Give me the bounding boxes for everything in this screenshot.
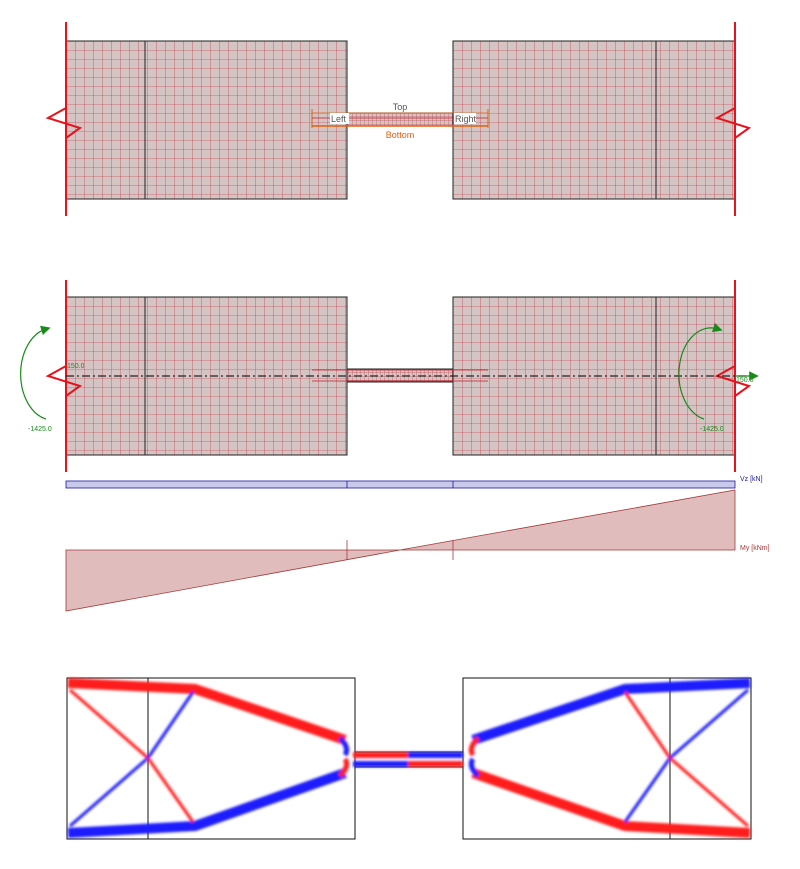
left-node-bottom — [338, 757, 350, 778]
left-node-top — [338, 736, 350, 757]
label-right-bg — [454, 113, 476, 124]
left-wall-inner-zone — [144, 40, 348, 200]
left-moment-arrow — [20, 325, 51, 420]
right-moment-label: -1425.0 — [700, 426, 724, 433]
label-left: Left — [331, 114, 347, 124]
right-moment-arrow — [678, 322, 723, 420]
right-support-symbol — [714, 107, 752, 139]
left-support-symbol — [45, 107, 83, 139]
coupling-beam — [346, 112, 454, 127]
left-top-tie — [67, 678, 347, 745]
panel-loads: 150.0 -1425.0 150.0 -1425.0 — [20, 280, 759, 472]
left-diag-strut-1 — [69, 756, 149, 828]
right-diag-strut-2 — [669, 688, 749, 760]
my-label: My [kNm] — [740, 545, 770, 552]
right-node-top — [468, 736, 480, 757]
my-diagram-positive — [399, 489, 736, 551]
vz-diagram — [65, 480, 736, 489]
panel-mesh-model: Top Bottom Left Right — [45, 22, 752, 216]
right-support-symbol-2 — [714, 365, 752, 397]
left-diag-tie-1 — [69, 688, 149, 760]
left-wall-outline — [66, 677, 356, 840]
right-node-bottom — [468, 757, 480, 778]
left-diag-tie-2 — [146, 757, 195, 823]
left-bottom-strut — [67, 768, 347, 838]
left-support-symbol-2 — [45, 365, 83, 397]
internal-force-diagrams: Vz [kN] My [kNm] — [65, 476, 770, 612]
right-bottom-tie — [471, 768, 751, 838]
left-wall-outer-zone — [65, 40, 146, 200]
panel-strut-tie — [66, 677, 752, 840]
right-diag-tie-1 — [623, 691, 672, 759]
label-bottom: Bottom — [386, 130, 415, 140]
my-diagram-negative — [65, 549, 401, 612]
label-right: Right — [455, 114, 477, 124]
label-left-bg — [330, 113, 349, 124]
right-diag-strut-1 — [623, 757, 672, 823]
right-top-strut — [471, 678, 751, 745]
left-moment-label: -1425.0 — [28, 426, 52, 433]
left-force-label: 150.0 — [67, 363, 85, 370]
label-top: Top — [393, 102, 408, 112]
right-diag-tie-2 — [669, 756, 749, 828]
vz-label: Vz [kN] — [740, 476, 763, 483]
right-force-label: 150.0 — [736, 377, 754, 384]
right-wall-outline — [462, 677, 752, 840]
left-diag-strut-2 — [146, 691, 195, 759]
right-wall-inner-zone — [452, 40, 657, 200]
